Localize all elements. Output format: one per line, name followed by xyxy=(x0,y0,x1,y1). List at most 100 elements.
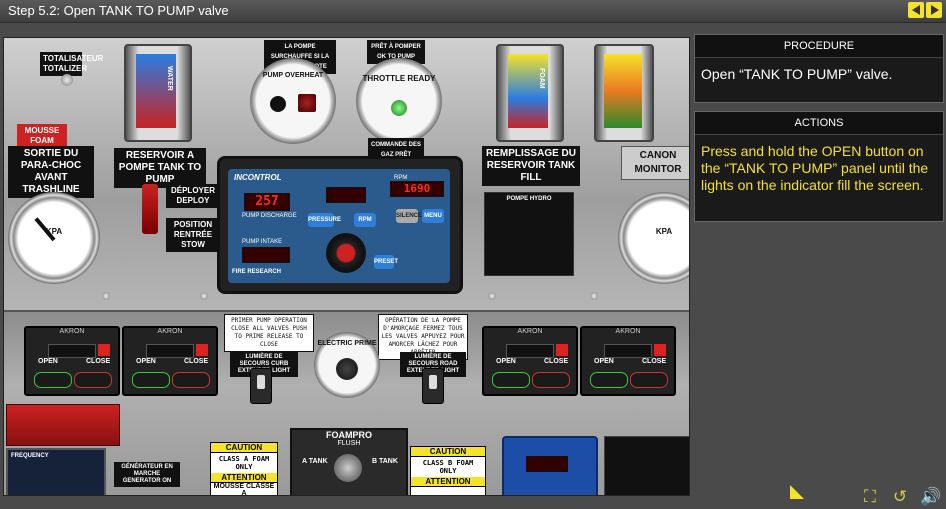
valve-red-indicator xyxy=(196,344,208,356)
pump-discharge-display: 257 xyxy=(244,193,290,211)
class-b-text: CLASS B FOAM ONLY xyxy=(422,459,474,475)
pompe-hydro-title: POMPE HYDRO xyxy=(506,196,552,202)
attention-header: ATTENTION xyxy=(411,477,485,487)
next-step-button[interactable] xyxy=(926,2,942,18)
foam-label: MOUSSE FOAM xyxy=(17,124,67,148)
akron-valve-4: AKRON OPEN CLOSE xyxy=(580,326,676,396)
open-label: OPEN xyxy=(496,358,516,365)
akron-open-button[interactable] xyxy=(590,372,628,388)
primer-pump-label: PRIMER PUMP OPERATION CLOSE ALL VALVES P… xyxy=(224,314,314,352)
akron-close-button[interactable] xyxy=(74,372,112,388)
class-a-text: CLASS A FOAM ONLY xyxy=(218,455,270,471)
caution-class-b: CAUTION CLASS B FOAM ONLY ATTENTION xyxy=(410,446,486,495)
push-to-test-button[interactable] xyxy=(270,96,286,112)
b-tank-label: B TANK xyxy=(372,458,398,465)
rpm-button[interactable]: RPM xyxy=(354,213,376,227)
incontrol-inner: INCONTROL 257 PUMP DISCHARGE PUMP INTAKE… xyxy=(228,169,450,283)
akron-label: AKRON xyxy=(59,328,85,335)
frequency-label: FREQUENCY xyxy=(11,453,49,459)
pressure-rpm-display xyxy=(326,187,366,203)
throttle-knob[interactable] xyxy=(326,233,366,273)
upper-panel: TOTALISATEUR TOTALIZER MOUSSE FOAM SORTI… xyxy=(4,38,689,310)
deploy-switch[interactable] xyxy=(142,184,158,234)
preset-button[interactable]: PRESET xyxy=(374,255,398,269)
throttle-ready-label: THROTTLE READY xyxy=(362,74,436,83)
totalizer-label: TOTALISATEUR TOTALIZER xyxy=(40,52,103,76)
corner-indicator-icon xyxy=(790,485,804,499)
electric-prime-plate: ELECTRIC PRIME xyxy=(314,332,380,398)
bottom-controls: ⛶ ↺ 🔊 xyxy=(860,487,942,507)
panel-bolt xyxy=(200,292,208,300)
left-gauge-unit: KPA xyxy=(45,226,63,236)
akron-open-button[interactable] xyxy=(492,372,530,388)
pressure-button[interactable]: PRESSURE xyxy=(308,213,341,227)
akron-label: AKRON xyxy=(157,328,183,335)
lower-panel: AKRON OPEN CLOSE AKRON OPEN CLOSE PRIMER… xyxy=(4,310,689,496)
electric-prime-button[interactable] xyxy=(336,358,358,380)
pump-panel-simulation: TOTALISATEUR TOTALIZER MOUSSE FOAM SORTI… xyxy=(3,37,690,496)
akron-close-button[interactable] xyxy=(630,372,668,388)
right-gauge-unit: KPA xyxy=(655,226,673,236)
curb-light-switch[interactable] xyxy=(250,368,272,404)
valve-position-bar xyxy=(604,344,652,358)
valve-position-bar xyxy=(146,344,194,358)
frequency-module: FREQUENCY xyxy=(6,448,106,495)
pump-overheat-plate: PUMP OVERHEAT xyxy=(250,58,336,144)
valve-position-bar xyxy=(48,344,96,358)
akron-open-button[interactable] xyxy=(132,372,170,388)
deploy-label: DÉPLOYER DEPLOY xyxy=(166,184,220,208)
valve-position-bar xyxy=(506,344,554,358)
open-label: OPEN xyxy=(594,358,614,365)
incontrol-brand: INCONTROL xyxy=(234,173,282,182)
mousse-a-text: MOUSSE CLASSE A xyxy=(213,483,275,496)
foam-level-indicator-a: FOAM xyxy=(496,44,564,142)
akron-valve-3: AKRON OPEN CLOSE xyxy=(482,326,578,396)
throttle-ready-plate: THROTTLE READY xyxy=(356,58,442,144)
replay-icon[interactable]: ↺ xyxy=(892,487,908,506)
silence-button[interactable]: SILENCE xyxy=(396,209,422,223)
throttle-ready-light xyxy=(391,100,407,116)
close-label: CLOSE xyxy=(544,358,569,365)
akron-valve-1: AKRON OPEN CLOSE xyxy=(24,326,120,396)
menu-button[interactable]: MENU xyxy=(422,209,444,223)
akron-label: AKRON xyxy=(517,328,543,335)
foam-level-indicator-b xyxy=(594,44,654,142)
akron-open-button[interactable] xyxy=(34,372,72,388)
road-light-switch[interactable] xyxy=(422,368,444,404)
open-label: OPEN xyxy=(38,358,58,365)
akron-label: AKRON xyxy=(615,328,641,335)
foampro-selector-knob[interactable] xyxy=(334,454,362,482)
flush-label: FLUSH xyxy=(337,440,361,447)
water-label: WATER xyxy=(166,66,173,91)
fire-research-logo: FIRE RESEARCH xyxy=(232,269,282,275)
procedure-heading: PROCEDURE xyxy=(695,35,943,58)
monitor-label: CANON MONITOR xyxy=(621,146,689,180)
incontrol-panel: INCONTROL 257 PUMP DISCHARGE PUMP INTAKE… xyxy=(217,156,463,294)
previous-step-button[interactable] xyxy=(908,2,924,18)
close-label: CLOSE xyxy=(642,358,667,365)
procedure-box: PROCEDURE Open “TANK TO PUMP” valve. xyxy=(694,34,944,103)
panel-bolt xyxy=(590,292,598,300)
akron-close-button[interactable] xyxy=(172,372,210,388)
actions-text: Press and hold the OPEN button on the “T… xyxy=(701,143,929,193)
actions-box: ACTIONS Press and hold the OPEN button o… xyxy=(694,111,944,222)
totalizer-light xyxy=(61,74,73,86)
right-pressure-gauge: KPA xyxy=(618,192,689,284)
speaker-icon[interactable]: 🔊 xyxy=(920,487,942,506)
left-pressure-gauge: KPA xyxy=(8,192,100,284)
step-title: Step 5.2: Open TANK TO PUMP valve xyxy=(8,3,229,18)
akron-close-button[interactable] xyxy=(532,372,570,388)
pump-discharge-label: PUMP DISCHARGE xyxy=(242,213,297,219)
rpm-label: RPM xyxy=(394,175,408,181)
foam-a-level-bar xyxy=(508,54,548,128)
foampro-instructions xyxy=(604,436,689,495)
stow-label: POSITION RENTRÉE STOW xyxy=(166,218,220,252)
procedure-text: Open “TANK TO PUMP” valve. xyxy=(701,66,893,82)
red-control-module xyxy=(6,404,120,446)
pompe-hydro-instructions: POMPE HYDRO xyxy=(484,192,574,276)
pump-intake-label: PUMP INTAKE xyxy=(242,239,283,245)
tank-fill-label: REMPLISSAGE DU RESERVOIR TANK FILL xyxy=(482,146,580,186)
caution-header: CAUTION xyxy=(411,447,485,457)
fullscreen-icon[interactable]: ⛶ xyxy=(864,487,876,506)
akron-valve-2: AKRON OPEN CLOSE xyxy=(122,326,218,396)
